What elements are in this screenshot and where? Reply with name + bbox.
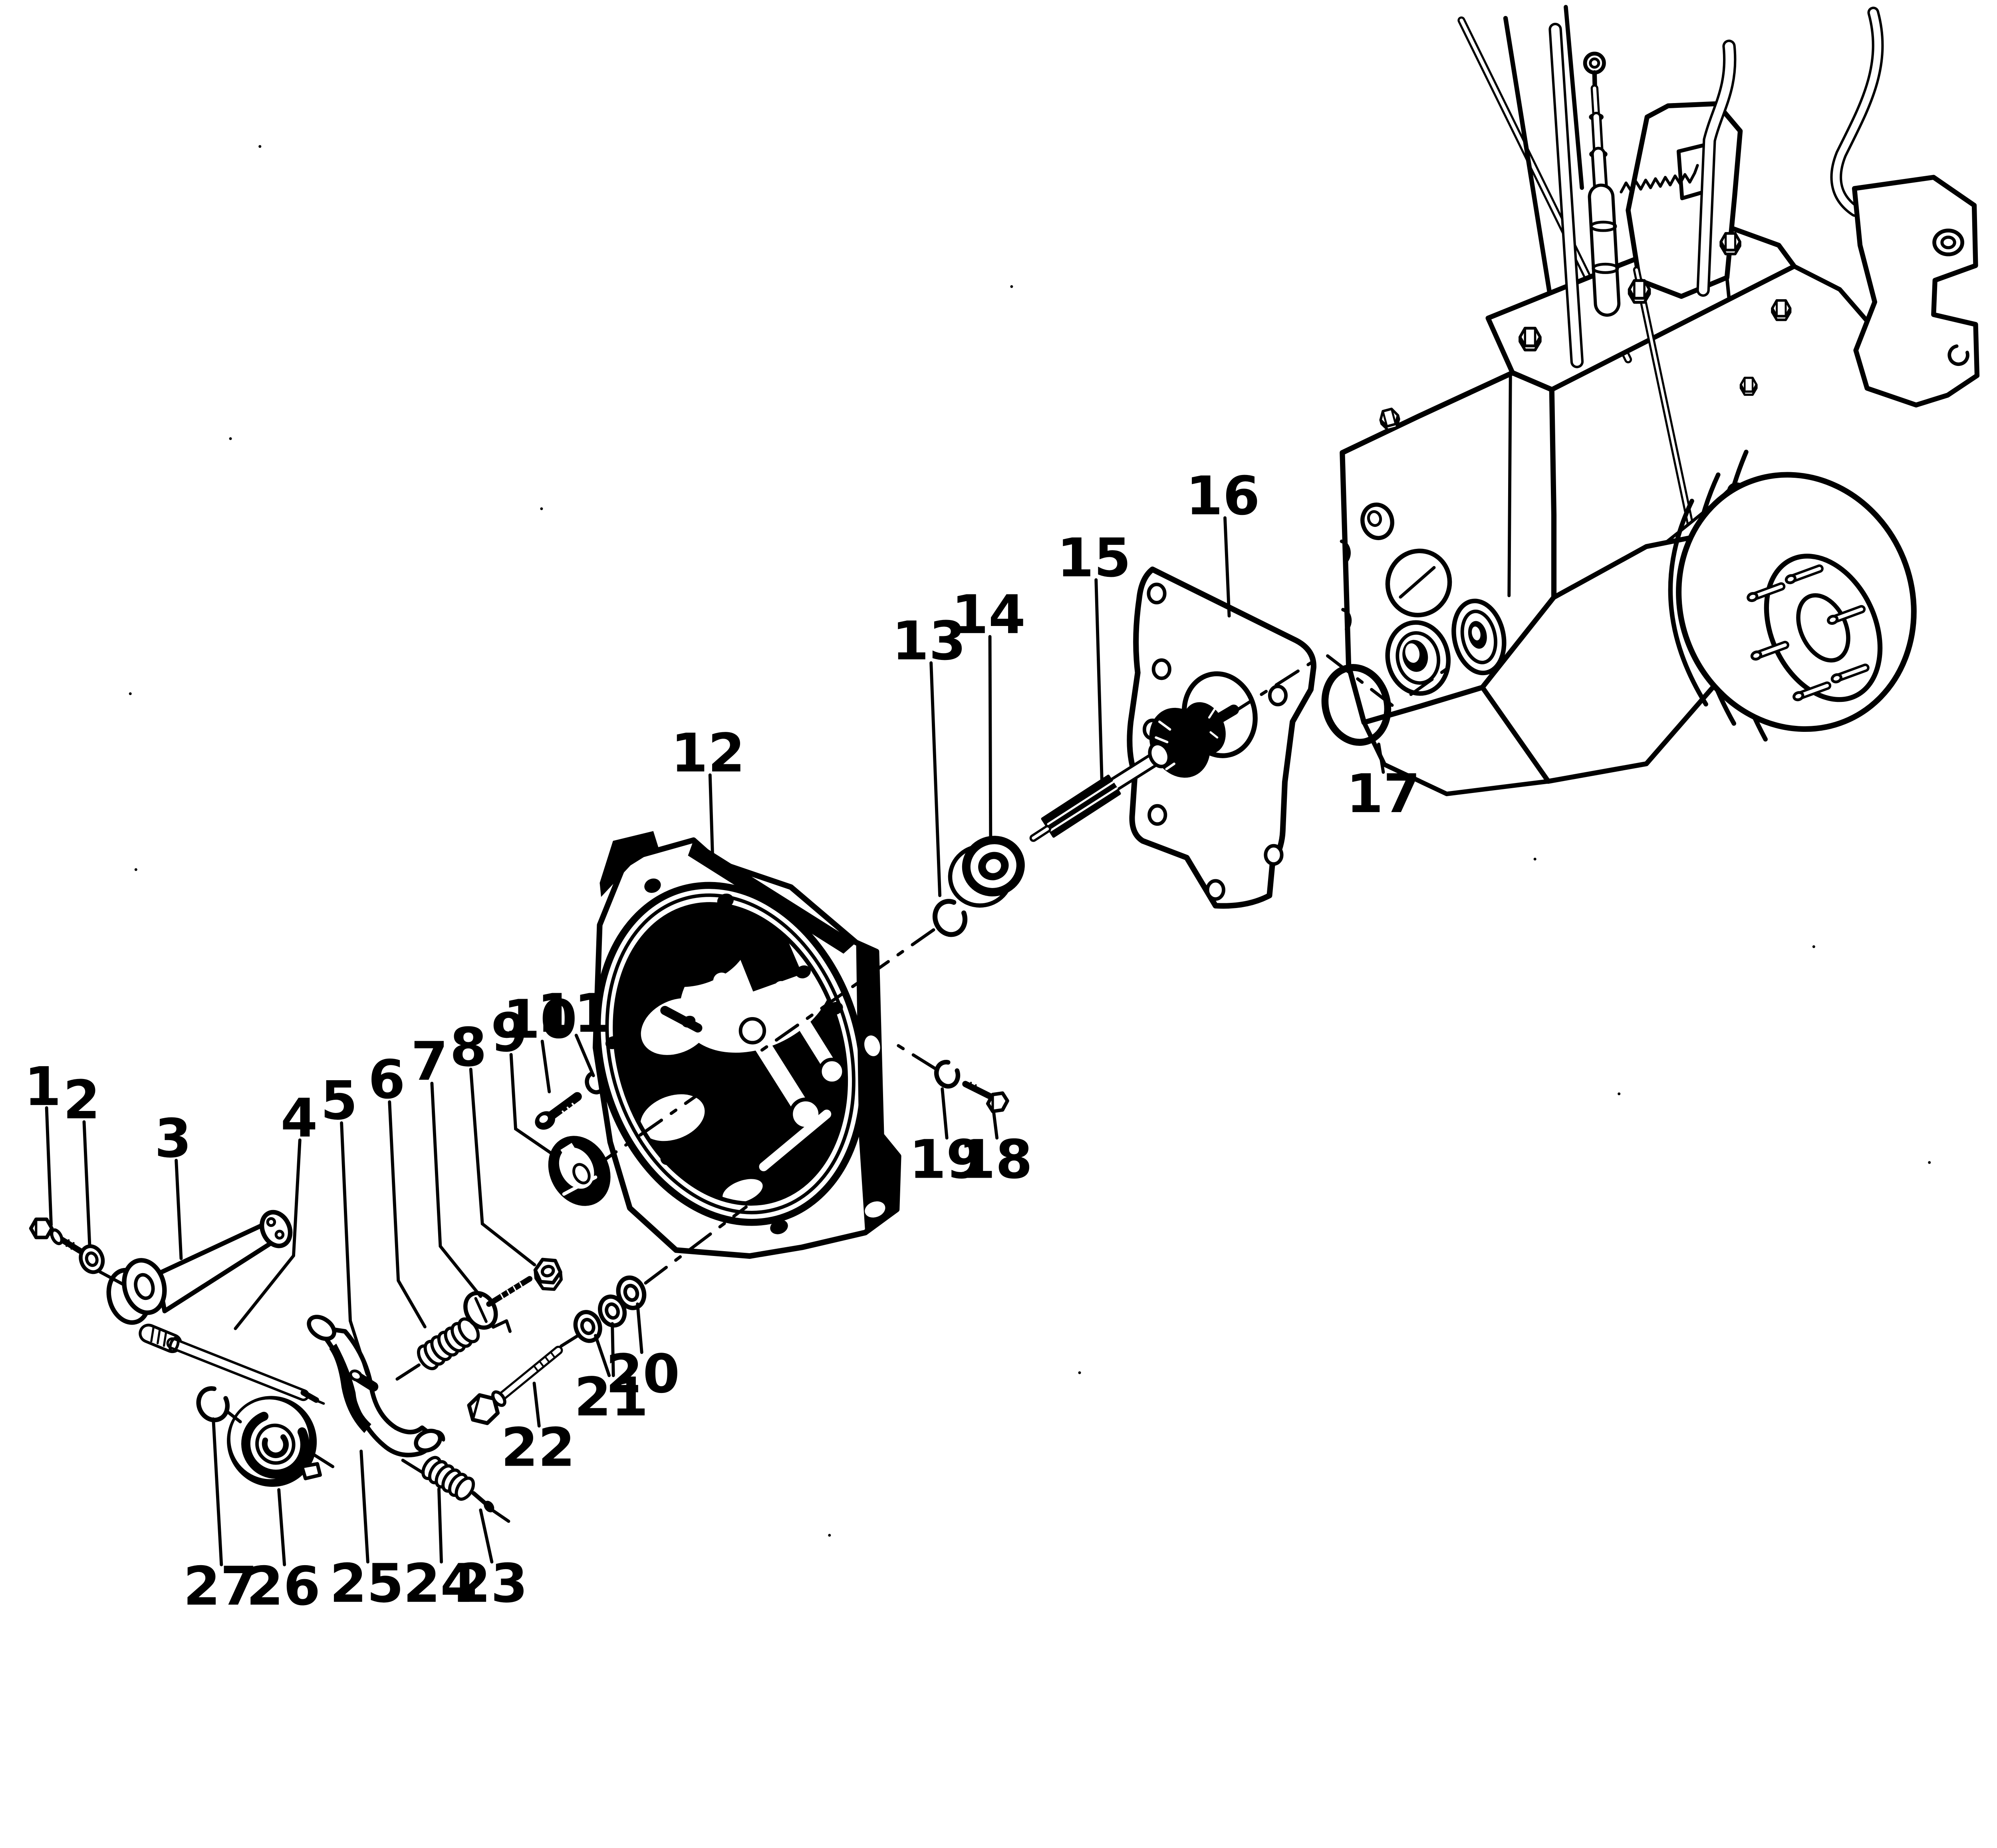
leader-line-21 [611,1322,615,1377]
lever-3-illustration [106,1210,293,1325]
leader-line-2 [82,1120,91,1248]
exploded-diagram-canvas: 1234567891011121314151617181920212223242… [24,5,1980,1617]
leader-line-25 [359,1449,369,1564]
leader-line-6 [388,1100,427,1329]
leader-line-4 [234,1138,302,1330]
leader-line-27 [212,1417,223,1566]
washer-2-illustration [77,1243,106,1276]
spring-6-illustration [417,1317,480,1370]
release-fork-25-illustration [307,1315,445,1458]
part-callout-18: 18 [959,1129,1032,1190]
release-shaft-4-illustration [139,1323,325,1405]
adjusting-screw-7-illustration [463,1276,533,1333]
bolt-18-illustration [962,1081,1009,1113]
selector-gear-teeth [1620,164,1699,194]
pin-23-illustration [471,1491,494,1512]
leader-line-10 [540,1039,551,1093]
part-callout-10: 10 [503,989,578,1051]
bolt-22-illustration [467,1345,563,1425]
spring-24-illustration [421,1456,475,1501]
leader-line-15 [1094,578,1104,787]
part-callout-13: 13 [892,610,966,672]
part-callout-23: 23 [454,1553,528,1615]
mounting-bracket-right [1852,175,1980,407]
selector-shaft [1583,52,1621,317]
lock-washer-19-illustration [934,1060,961,1089]
leader-line-1 [45,1106,53,1227]
circlip-27-illustration [196,1386,230,1423]
part-callout-25: 25 [330,1553,404,1615]
part-callout-4: 4 [281,1087,318,1149]
tower-guide-tubes [1548,23,1737,368]
part-callout-6: 6 [368,1049,405,1111]
bell-housing-12-illustration [592,831,901,1259]
part-callout-22: 22 [501,1417,575,1478]
leader-line-8 [469,1067,536,1267]
part-callout-2: 2 [63,1069,100,1131]
bolt-1-illustration [29,1217,83,1254]
release-bearing-26-illustration [227,1396,322,1487]
print-specks [129,145,1931,1537]
bearing-14-illustration [948,836,1025,908]
leader-line-21 [594,1334,611,1377]
leader-line-18 [992,1111,999,1140]
leader-line-24 [437,1487,443,1564]
part-callout-15: 15 [1057,527,1131,589]
part-callout-26: 26 [246,1556,321,1617]
bolt-10-illustration [535,1092,582,1130]
part-callout-16: 16 [1186,465,1260,527]
transaxle-assembly-illustration [1340,5,1980,797]
leader-line-16 [1223,516,1231,618]
input-shaft-15-illustration [1029,702,1239,842]
leader-line-20 [636,1302,643,1354]
leader-line-11 [574,1033,595,1077]
leader-line-9 [509,1053,557,1158]
leader-line-19 [941,1087,949,1140]
leader-line-14 [988,635,993,839]
brake-drum [1668,449,1917,742]
part-callout-21: 21 [574,1366,649,1428]
circlip-13-illustration [932,899,968,937]
leader-line-13 [929,661,942,897]
part-callout-1: 1 [24,1056,62,1118]
part-callout-14: 14 [951,584,1025,646]
part-callout-19: 19 [909,1129,983,1190]
leader-line-3 [175,1158,183,1260]
leader-line-26 [277,1488,286,1566]
part-callout-5: 5 [321,1070,358,1132]
leader-line-17 [1377,742,1385,774]
leader-line-23 [479,1508,494,1564]
assembly-axis-lines [98,654,1452,1523]
case-face-details [1340,408,1507,696]
part-callout-20: 20 [606,1343,680,1405]
locknut-8-illustration [533,1258,563,1291]
fork-pivot-pin-5-illustration [349,1369,379,1392]
part-callout-27: 27 [183,1556,258,1617]
part-callout-3: 3 [155,1108,192,1170]
part-callout-8: 8 [450,1017,487,1079]
part-callout-24: 24 [403,1553,478,1615]
o-ring-17-illustration [1321,664,1392,746]
part-callout-7: 7 [411,1031,448,1093]
shift-tower-bracket [1626,101,1743,304]
breather-hose [1830,6,1884,217]
part-callout-11: 11 [537,983,611,1045]
guide-sleeve-9-illustration [548,1136,611,1206]
part-callout-12: 12 [671,722,745,784]
leader-line-5 [340,1121,369,1376]
part-callout-17: 17 [1346,763,1420,825]
wheel-studs [1747,564,1870,701]
part-callout-9: 9 [491,1002,528,1064]
leader-line-7 [430,1081,482,1298]
leader-line-12 [708,773,715,866]
leader-line-22 [532,1381,541,1428]
